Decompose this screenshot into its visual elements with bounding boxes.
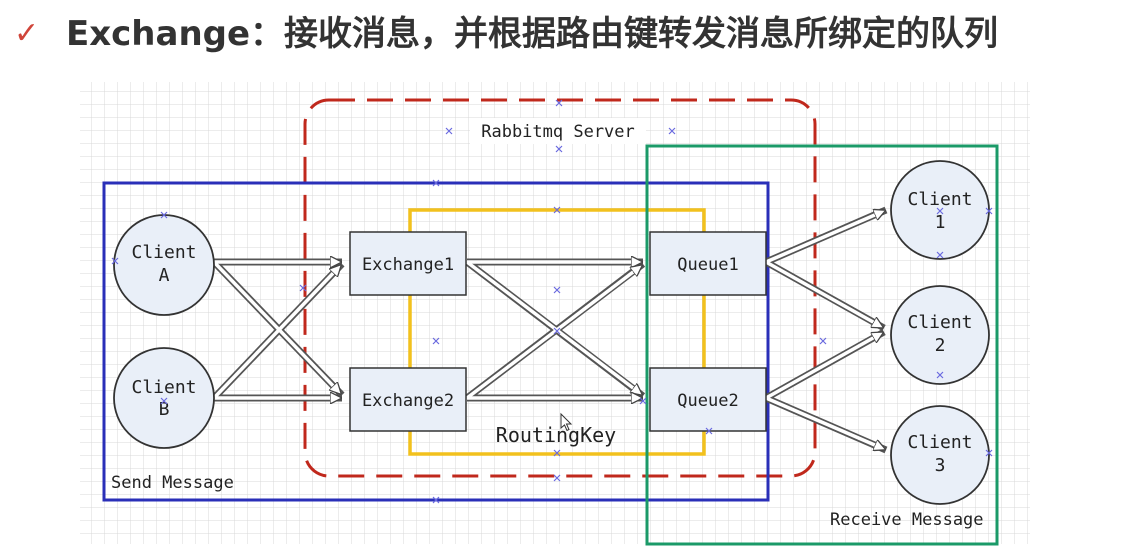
client-3-line1: Client bbox=[907, 432, 972, 453]
receive-message-border bbox=[645, 144, 999, 546]
client-a-line2: A bbox=[159, 265, 170, 286]
slide-header: ✓ Exchange：接收消息，并根据路由键转发消息所绑定的队列 bbox=[0, 0, 1130, 70]
queue-1-label: Queue1 bbox=[677, 255, 738, 275]
client-2-line2: 2 bbox=[935, 335, 946, 356]
client-2-line1: Client bbox=[907, 312, 972, 333]
receive-message-label: Receive Message bbox=[830, 510, 984, 530]
checkmark-icon: ✓ bbox=[14, 16, 40, 51]
send-message-label: Send Message bbox=[111, 473, 234, 493]
exchange-1-label: Exchange1 bbox=[362, 255, 454, 275]
client-a-line1: Client bbox=[131, 242, 196, 263]
consumer-client-2: Client 2 bbox=[890, 285, 990, 385]
client-b-line2: B bbox=[159, 399, 170, 420]
client-b-line1: Client bbox=[131, 377, 196, 398]
queue-1-node: Queue1 bbox=[649, 231, 767, 296]
exchange-2-node: Exchange2 bbox=[349, 367, 467, 432]
grid-background bbox=[80, 82, 1030, 544]
slide-title: Exchange：接收消息，并根据路由键转发消息所绑定的队列 bbox=[66, 14, 999, 54]
mouse-cursor-icon bbox=[560, 412, 573, 432]
consumer-client-1: Client 1 bbox=[890, 160, 990, 260]
exchange-2-label: Exchange2 bbox=[362, 391, 454, 411]
client-3-line2: 3 bbox=[935, 455, 946, 476]
producer-client-b: Client B bbox=[113, 347, 215, 449]
exchange-1-node: Exchange1 bbox=[349, 231, 467, 296]
queue-2-label: Queue2 bbox=[677, 391, 738, 411]
binding-arrows bbox=[211, 206, 888, 454]
client-1-line2: 1 bbox=[935, 212, 946, 233]
routing-key-label: RoutingKey bbox=[496, 423, 616, 447]
consumer-client-3: Client 3 bbox=[890, 405, 990, 505]
client-1-line1: Client bbox=[907, 189, 972, 210]
producer-client-a: Client A bbox=[113, 214, 215, 316]
server-label: Rabbitmq Server bbox=[481, 122, 635, 142]
queue-2-node: Queue2 bbox=[649, 367, 767, 432]
